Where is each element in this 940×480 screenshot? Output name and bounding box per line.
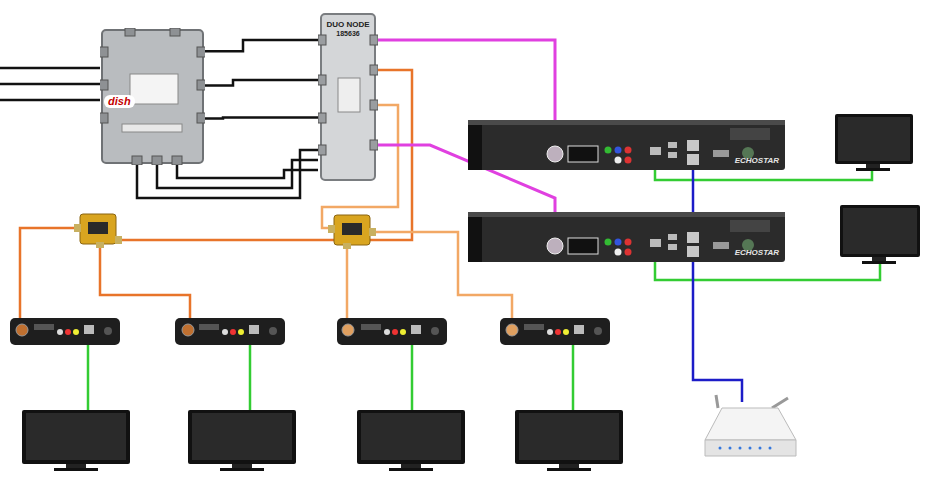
device-detail (713, 150, 729, 157)
device-detail (468, 212, 785, 262)
device-detail (687, 232, 699, 243)
coax-cable (205, 80, 318, 86)
device-detail (130, 74, 178, 104)
coax-cable-magenta (378, 40, 555, 120)
device-label: ECHOSTAR (735, 156, 779, 166)
device-detail (730, 220, 770, 232)
device-detail (132, 156, 142, 165)
device-detail (468, 120, 785, 125)
splitter (74, 214, 122, 248)
device-label: ECHOSTAR (735, 248, 779, 258)
device-detail (102, 30, 203, 163)
ethernet-cable (693, 170, 742, 402)
device-detail (605, 239, 612, 246)
device-detail (318, 113, 326, 123)
device-detail (370, 35, 378, 45)
device-detail (197, 113, 205, 123)
television (515, 410, 623, 471)
device-detail (152, 156, 162, 165)
television (840, 205, 920, 264)
joey-receiver (337, 318, 447, 345)
device-detail (668, 152, 677, 158)
device-detail (318, 145, 326, 155)
multiswitch-node: dish (100, 28, 205, 165)
television (22, 410, 130, 471)
device-detail (321, 14, 375, 180)
device-detail (625, 157, 632, 164)
device-detail (172, 156, 182, 165)
splitter (328, 215, 376, 249)
coax-cable (205, 117, 318, 118)
device-detail (650, 147, 661, 155)
device-detail (568, 238, 598, 254)
hopper-node: ECHOSTAR (468, 120, 785, 170)
device-detail (668, 142, 677, 148)
device-detail (197, 80, 205, 90)
coax-cable (205, 40, 318, 51)
device-detail (122, 124, 182, 132)
duo-node-node: DUO NODE185636 (318, 12, 378, 182)
device-detail (468, 217, 482, 262)
device-detail (100, 80, 108, 90)
device-detail (615, 249, 622, 256)
device-detail (125, 28, 135, 36)
device-detail (100, 113, 108, 123)
television (357, 410, 465, 471)
device-label: dish (104, 95, 135, 108)
device-detail (730, 128, 770, 140)
router (705, 395, 796, 456)
device-detail (668, 234, 677, 240)
television (835, 114, 913, 171)
device-detail (468, 125, 482, 170)
device-detail (687, 246, 699, 257)
joey-receiver (10, 318, 120, 345)
device-detail (615, 239, 622, 246)
device-detail (468, 120, 785, 170)
model-number: 185636 (336, 30, 359, 38)
device-detail (170, 28, 180, 36)
device-detail (318, 75, 326, 85)
device-detail (615, 147, 622, 154)
device-detail (650, 239, 661, 247)
device-detail (668, 244, 677, 250)
device-detail (370, 140, 378, 150)
device-label: DUO NODE (326, 20, 369, 30)
device-detail (547, 238, 563, 254)
duo-node-art (318, 12, 378, 182)
device-detail (338, 78, 360, 112)
coax-cable-orange (20, 70, 412, 318)
hopper-node: ECHOSTAR (468, 212, 785, 262)
hdmi-cable (88, 170, 880, 410)
device-detail (100, 47, 108, 57)
joey-receiver (500, 318, 610, 345)
device-detail (318, 35, 326, 45)
joey-receiver (175, 318, 285, 345)
device-detail (687, 140, 699, 151)
device-detail (547, 146, 563, 162)
device-detail (370, 65, 378, 75)
device-detail (605, 147, 612, 154)
device-detail (197, 47, 205, 57)
television (188, 410, 296, 471)
device-detail (713, 242, 729, 249)
device-detail (370, 100, 378, 110)
device-detail (468, 212, 785, 217)
device-detail (687, 154, 699, 165)
device-detail (625, 239, 632, 246)
device-detail (615, 157, 622, 164)
device-detail (625, 249, 632, 256)
device-detail (568, 146, 598, 162)
device-detail (625, 147, 632, 154)
